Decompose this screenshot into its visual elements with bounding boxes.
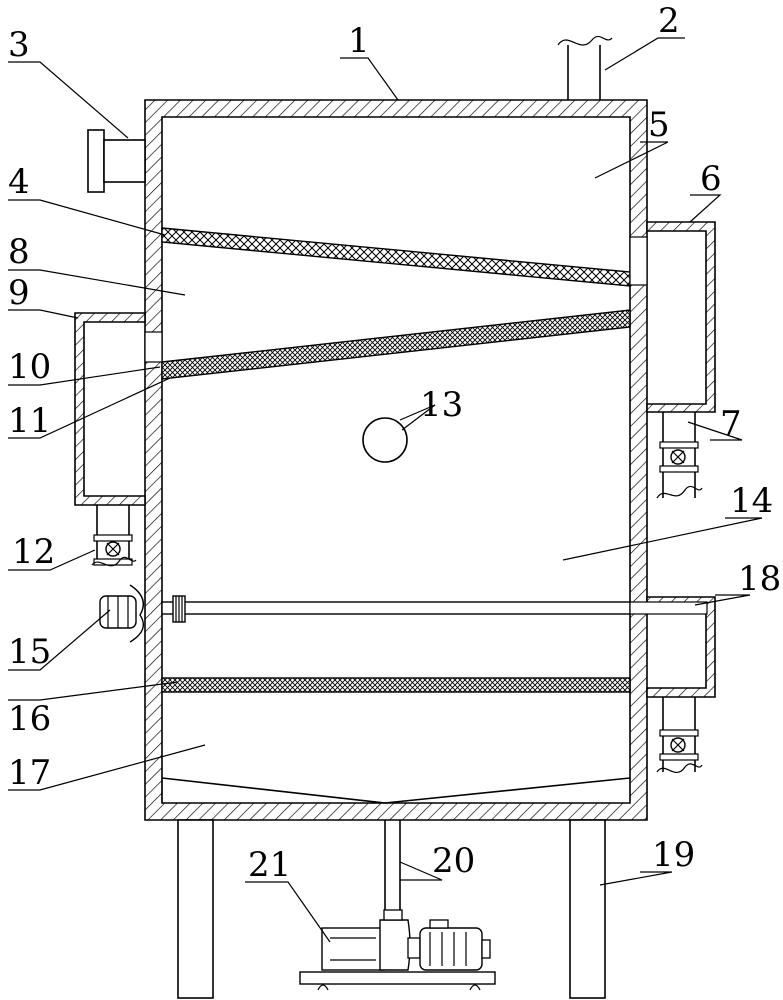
label-5: 5: [648, 105, 670, 145]
label-8: 8: [8, 232, 30, 272]
label-18: 18: [738, 559, 781, 599]
drain-pipe: [384, 820, 401, 912]
label-1: 1: [348, 21, 370, 61]
label-21: 21: [248, 845, 291, 885]
label-13: 13: [420, 385, 463, 425]
label-17: 17: [8, 753, 51, 793]
bottom-screen: [161, 677, 631, 693]
label-15: 15: [8, 632, 51, 672]
tank-shell: [144, 99, 648, 821]
label-14: 14: [730, 481, 773, 521]
left-outlet-box: [74, 312, 163, 567]
label-9: 9: [8, 273, 30, 313]
label-10: 10: [8, 347, 51, 387]
callout-labels: 1 2 3 4 5 6 7 8 9 10 11 12 13 14 15 16 1…: [8, 1, 781, 885]
label-6: 6: [700, 159, 722, 199]
right-lower-outlet-box: [629, 596, 716, 774]
label-20: 20: [432, 841, 475, 881]
middle-screen: [161, 309, 631, 380]
right-upper-outlet-box: [629, 221, 716, 499]
label-4: 4: [8, 162, 30, 202]
label-16: 16: [8, 699, 51, 739]
inlet-flange: [87, 129, 146, 193]
scraper-shaft: [161, 595, 631, 623]
pump: [299, 909, 496, 991]
label-11: 11: [8, 401, 51, 441]
leader-lines: [8, 37, 763, 943]
label-7: 7: [720, 404, 742, 444]
label-19: 19: [652, 835, 695, 875]
top-outlet-pipe: [557, 35, 613, 100]
label-2: 2: [658, 1, 680, 41]
upper-screen: [161, 227, 631, 287]
label-3: 3: [8, 25, 30, 65]
label-12: 12: [12, 532, 55, 572]
sight-window: [362, 417, 408, 463]
support-legs: [177, 819, 606, 999]
left-motor: [99, 584, 144, 643]
tank-bottom-cone: [161, 777, 631, 804]
